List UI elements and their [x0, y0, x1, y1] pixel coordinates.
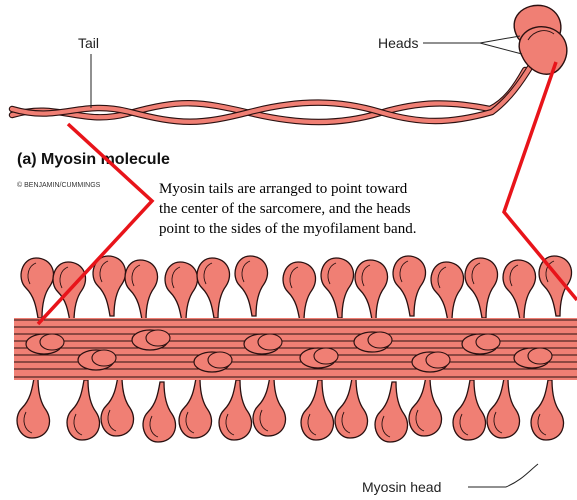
heads-leader-line-a — [480, 36, 520, 43]
myosin-heads — [514, 5, 567, 74]
copyright-text: © BENJAMIN/CUMMINGS — [17, 181, 101, 189]
tail-label: Tail — [78, 35, 99, 51]
downward-heads — [17, 376, 563, 442]
myosin-head-leader-curve — [506, 464, 538, 487]
upward-heads — [21, 256, 571, 322]
heads-leader-line-b — [480, 43, 522, 54]
thick-filament — [14, 256, 577, 442]
myosin-tail — [12, 64, 532, 122]
myosin-head-label: Myosin head — [362, 479, 441, 495]
caption-line-2: the center of the sarcomere, and the hea… — [159, 201, 411, 217]
caption-line-3: point to the sides of the myofilament ba… — [159, 221, 416, 237]
myosin-molecule — [12, 5, 567, 122]
part-title: (a) Myosin molecule — [17, 151, 170, 168]
caption-line-1: Myosin tails are arranged to point towar… — [159, 181, 408, 197]
heads-label: Heads — [378, 35, 418, 51]
